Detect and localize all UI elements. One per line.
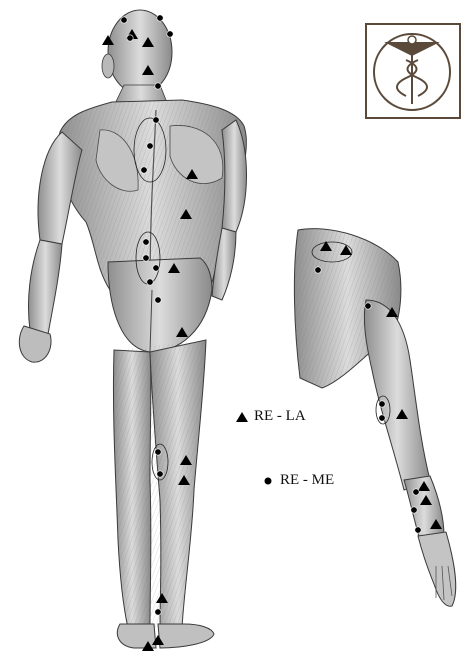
ear [102,54,114,78]
medial-marker [315,267,321,273]
medial-marker [157,471,163,477]
left-foot [117,624,156,648]
logo-orb [408,36,416,44]
medial-marker [411,507,417,513]
medial-marker [379,401,385,407]
arm-figure [294,229,455,607]
medial-marker [147,143,153,149]
caduceus-seal-icon [366,24,460,118]
medial-marker [143,239,149,245]
arm-hand [418,532,456,606]
legend-lateral: RE - LA [236,408,306,425]
left-forearm [28,240,62,334]
head [108,10,172,94]
back-figure [19,10,246,648]
gluteal [108,258,212,352]
medial-marker [143,255,149,261]
medial-marker [153,117,159,123]
legend-lateral-label: RE - LA [254,408,306,425]
medial-marker [167,31,173,37]
legend-medial: RE - ME [262,472,334,489]
triangle-icon [236,411,248,423]
medial-marker [413,489,419,495]
medial-marker [155,83,161,89]
medial-marker [379,415,385,421]
medial-marker [147,279,153,285]
legend-medial-label: RE - ME [280,472,334,489]
medial-marker [127,35,133,41]
medial-marker [415,527,421,533]
medial-marker [155,609,161,615]
arm-upper [364,300,430,490]
medial-marker [157,15,163,21]
medial-marker [121,17,127,23]
medial-marker [155,297,161,303]
medial-marker [155,449,161,455]
medial-marker [365,303,371,309]
dot-icon [262,475,274,487]
medial-marker [153,265,159,271]
legs-fibers [114,340,206,628]
medial-marker [141,167,147,173]
right-foot [158,624,214,648]
